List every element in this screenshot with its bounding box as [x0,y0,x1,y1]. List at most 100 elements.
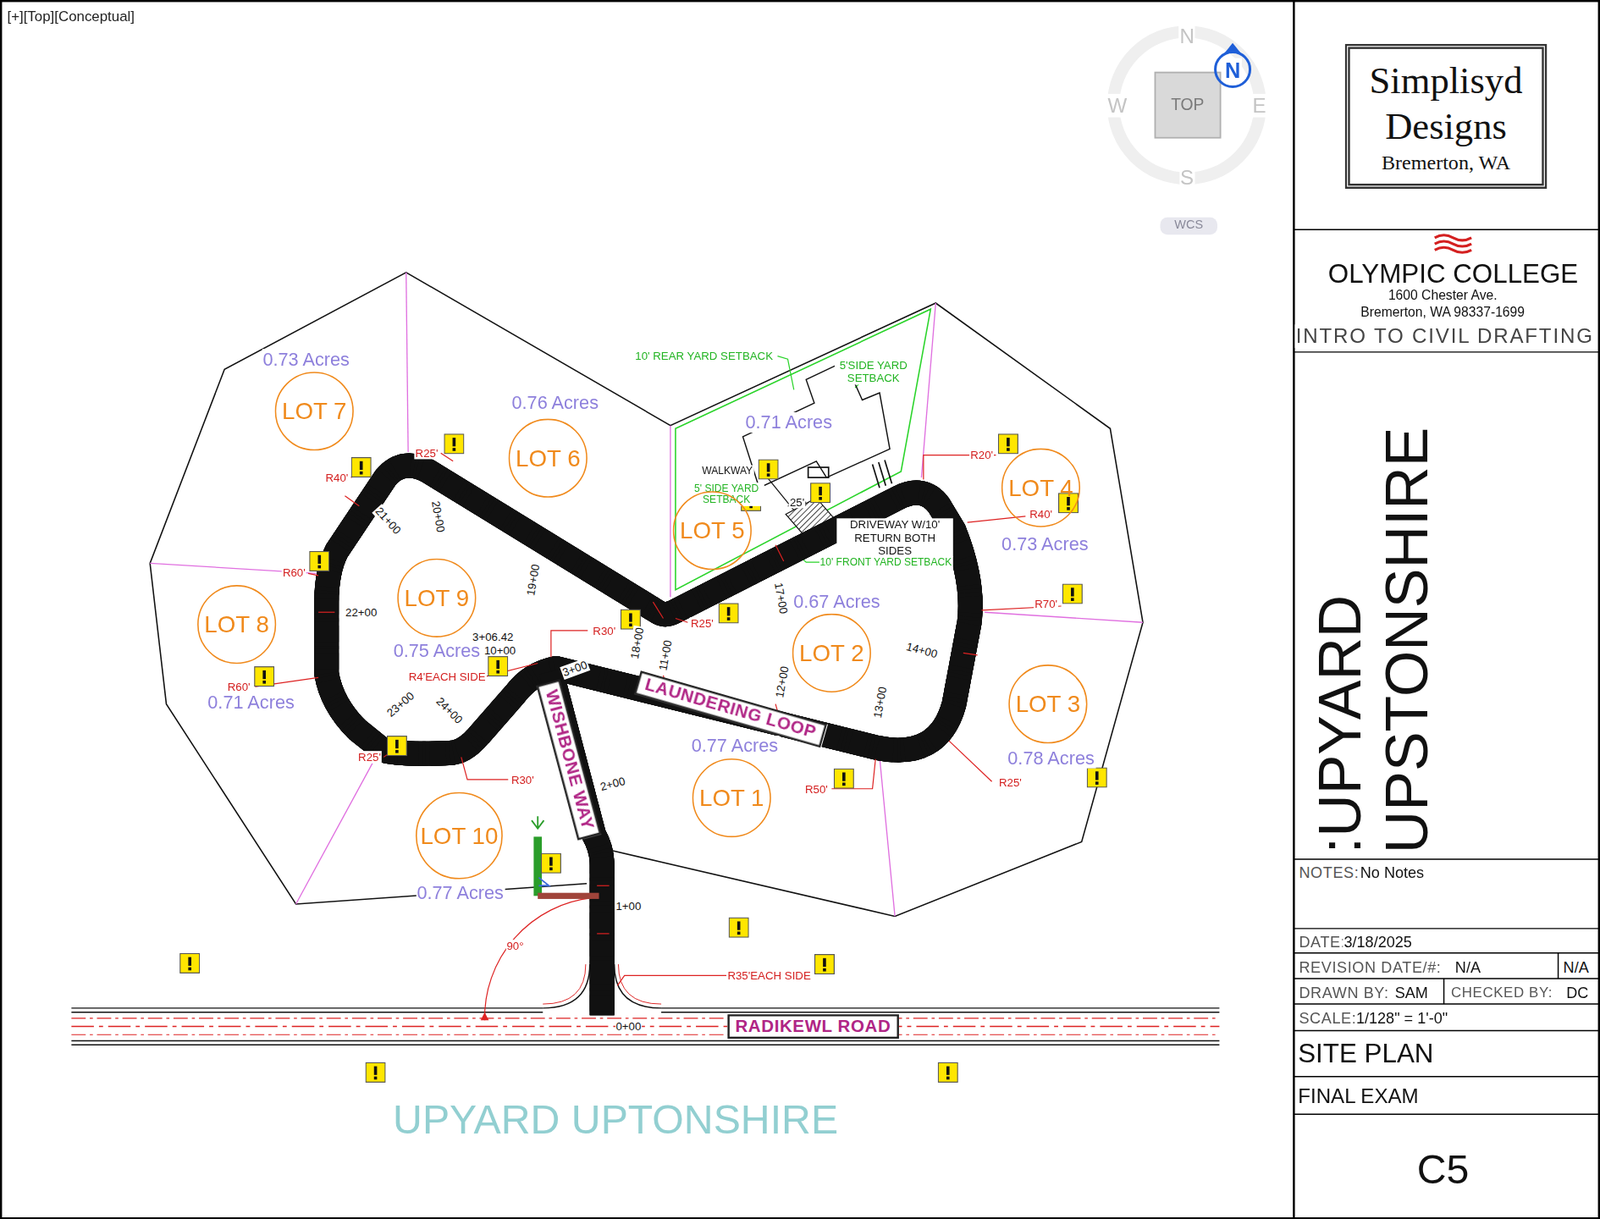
station-label: 11+00 [656,637,675,673]
school-address: 1600 Chester Ave. [1387,288,1499,304]
station-label: 19+00 [523,562,542,598]
sheet-subtitle: FINAL EXAM [1296,1084,1420,1109]
north-marker: N [1224,58,1242,83]
field-value: SAM [1394,982,1430,1001]
radius-callout: R50' [804,782,829,795]
radius-callout: R4'EACH SIDE [408,669,487,683]
lot-number: LOT 4 [1008,474,1074,502]
field-value: No Notes [1359,862,1426,881]
lot-circle: LOT 9 [397,557,477,638]
lot-number: LOT 1 [699,784,765,812]
radius-callout: R40' [1028,507,1054,521]
radius-callout: R25' [357,750,382,764]
field-value: N/A [1454,957,1483,976]
lot-area: 0.67 Acres [792,591,882,613]
field-label: REVISION DATE/#: [1297,957,1442,976]
compass-letter: E [1251,93,1267,117]
firm-name: Simplisyd Designs [1356,56,1536,149]
lot-area: 0.71 Acres [206,691,296,713]
lot-area: 0.75 Acres [391,640,481,662]
course-name: INTRO TO CIVIL DRAFTING [1295,324,1595,348]
radius-callout: R25' [413,446,439,459]
lot-number: LOT 2 [799,639,865,667]
radius-callout: R25' [689,617,715,630]
radius-callout: R40' [324,470,349,484]
lot-number: LOT 8 [204,611,270,639]
viewcube-face: TOP [1169,95,1206,115]
station-label: 2+00 [597,773,628,794]
street-name-box: WISHBONE WAY [535,678,602,841]
station-label: 13+00 [870,684,889,720]
lot-area: 0.77 Acres [415,882,505,904]
radius-callout: R20' [969,448,994,462]
sheet-number: C5 [1415,1146,1470,1193]
lot-circle: LOT 8 [197,584,277,665]
station-label: 1+00 [614,899,642,913]
driveway-note: DRIVEWAY W/10' RETURN BOTH SIDES [836,518,953,558]
field-label: DATE: [1297,932,1347,950]
field-value: 3/18/2025 [1342,932,1413,950]
lot-area: 0.73 Acres [1000,533,1090,555]
radius-callout: R30' [591,623,617,637]
field-label: NOTES: [1297,862,1360,881]
lot-circle: LOT 2 [791,612,872,693]
lot-circle: LOT 7 [274,371,354,452]
station-label: 21+00 [371,503,404,538]
dimension: 25' [788,495,806,508]
lot-area: 0.73 Acres [261,348,351,370]
station-label: 14+00 [903,639,939,661]
firm-location: Bremerton, WA [1381,148,1511,176]
compass-letter: S [1179,165,1195,190]
station-label: 24+00 [432,693,466,727]
viewport-label: [+][Top][Conceptual] [5,8,136,25]
station-label: 0+00 [614,1020,642,1033]
lot-number: LOT 3 [1015,690,1082,718]
lot-circle: LOT 10 [415,791,504,880]
setback-note: 5'SIDE YARD SETBACK [833,358,913,385]
station-label: 17+00 [771,579,790,616]
field-label: SCALE: [1297,1008,1358,1027]
station-label: 3+06.42 [471,629,515,643]
street-name: WISHBONE WAY [540,687,597,833]
sheet-title: SITE PLAN [1296,1038,1435,1070]
station-label: 12+00 [772,663,791,700]
school-address: Bremerton, WA 98337-1699 [1359,304,1526,320]
radius-callout: R60' [281,565,307,579]
lot-circle: LOT 5 [672,491,752,571]
wcs-label: WCS [1173,218,1204,233]
radius-callout: R70' [1033,597,1059,611]
school-name: OLYMPIC COLLEGE [1327,259,1580,290]
station-label: 10+00 [483,643,518,657]
radius-callout: R30' [510,772,536,786]
setback-note: 10' FRONT YARD SETBACK [818,556,953,569]
field-value: N/A [1561,957,1590,976]
angle-callout: 90° [505,939,525,953]
radius-callout: R25' [998,776,1023,789]
setback-note: 10' REAR YARD SETBACK [634,349,774,363]
lot-circle: LOT 6 [507,418,588,498]
field-value: 1/128" = 1'-0" [1355,1008,1450,1027]
station-label: 3+00 [559,657,591,679]
field-value: DC [1565,982,1590,1001]
field-label: DRAWN BY: [1297,982,1391,1001]
lot-circle: LOT 3 [1008,664,1088,745]
lot-number: LOT 5 [679,517,745,545]
lot-number: LOT 6 [515,444,581,472]
project-title: :UPYARD UPSTONSHIRE [1307,398,1440,856]
drawing-title: UPYARD UPTONSHIRE [392,1096,839,1143]
radius-callout: R35'EACH SIDE [726,968,812,982]
compass-letter: W [1106,93,1128,117]
radius-callout: R60' [226,679,252,693]
lot-number: LOT 9 [404,584,470,612]
lot-circle: LOT 1 [691,758,772,839]
lot-number: LOT 7 [281,397,348,425]
station-label: 18+00 [627,624,646,661]
street-name: LAUNDERING LOOP [642,674,819,743]
lot-area: 0.77 Acres [689,734,779,756]
station-label: 20+00 [428,498,447,535]
lot-area: 0.78 Acres [1006,747,1096,769]
compass-letter: N [1178,23,1196,48]
station-label: 23+00 [382,688,417,720]
